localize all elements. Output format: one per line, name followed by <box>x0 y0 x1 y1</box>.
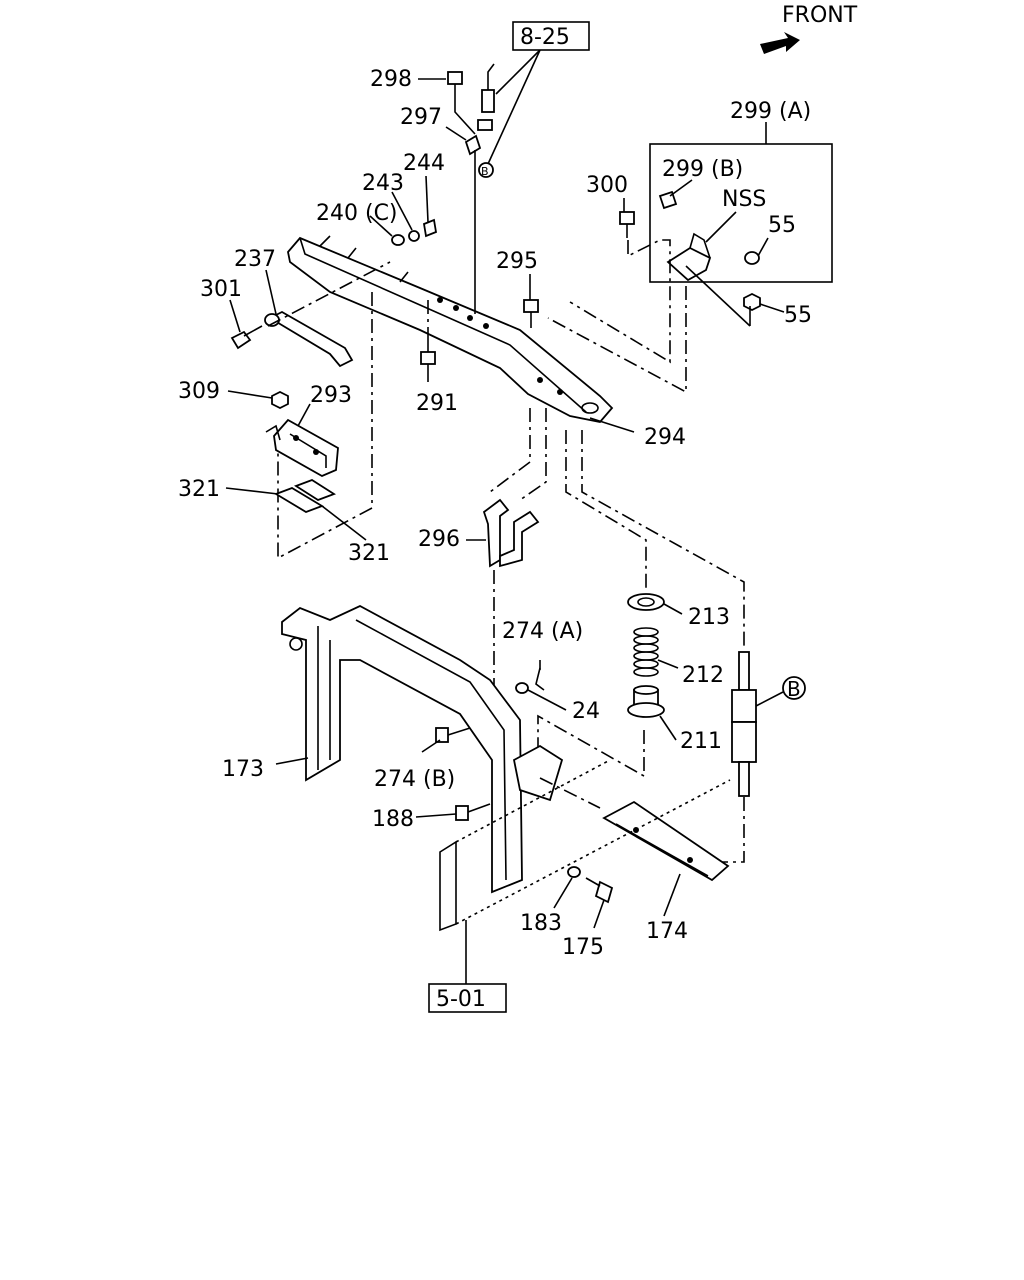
bracket-296 <box>482 498 540 568</box>
bolt-188 <box>455 803 491 821</box>
circle-b-small-label: B <box>481 165 489 178</box>
callout-55-lower: 55 <box>784 303 812 328</box>
bolt-274b <box>435 727 471 743</box>
nut-55-upper <box>744 251 760 265</box>
bump-stopper-211 <box>627 685 665 718</box>
ref-8-25-label: 8-25 <box>520 25 570 50</box>
callout-212: 212 <box>682 663 724 688</box>
callout-243: 243 <box>362 171 404 196</box>
ref-box-5-01: 5-01 <box>428 983 507 1013</box>
callout-301: 301 <box>200 277 242 302</box>
callout-213: 213 <box>688 605 730 630</box>
callout-294: 294 <box>644 425 686 450</box>
bolt-301 <box>230 325 263 350</box>
nut-55-lower <box>743 292 761 312</box>
bolt-300 <box>619 211 635 238</box>
callout-300: 300 <box>586 173 628 198</box>
ref-5-01-label: 5-01 <box>436 987 486 1012</box>
assembly-299a-box <box>649 143 833 283</box>
strut-b <box>731 651 757 797</box>
callout-244: 244 <box>403 151 445 176</box>
side-frame-outline <box>439 840 457 932</box>
callout-291: 291 <box>416 391 458 416</box>
spring-212 <box>633 627 659 677</box>
bracket-297 <box>454 100 482 156</box>
callout-274b: 274 (B) <box>374 767 455 792</box>
circle-b-label: B <box>787 677 801 701</box>
callout-174: 174 <box>646 919 688 944</box>
callout-321-b: 321 <box>348 541 390 566</box>
cap-299b <box>658 190 678 210</box>
callout-293: 293 <box>310 383 352 408</box>
plate-293 <box>265 418 339 478</box>
frame-173 <box>281 604 523 894</box>
bolt-295 <box>523 299 539 328</box>
spring-seat-213 <box>627 593 665 611</box>
shim-321-b <box>293 478 337 502</box>
washer-243 <box>408 230 420 242</box>
callout-274a: 274 (A) <box>502 619 583 644</box>
circle-b-marker-top <box>478 162 494 178</box>
callout-173: 173 <box>222 757 264 782</box>
washer-183 <box>567 866 581 878</box>
circle-b-marker <box>782 676 806 700</box>
callout-183: 183 <box>520 911 562 936</box>
callout-298: 298 <box>370 67 412 92</box>
callout-299a: 299 (A) <box>730 99 811 124</box>
callout-309: 309 <box>178 379 220 404</box>
washer-24 <box>515 682 529 694</box>
bolt-291 <box>420 340 436 365</box>
front-label: FRONT <box>782 3 858 28</box>
nut-244 <box>422 218 438 238</box>
callout-nss: NSS <box>722 187 766 212</box>
rail-174 <box>602 800 730 882</box>
clip-274a <box>535 667 545 691</box>
callout-299b: 299 (B) <box>662 157 743 182</box>
nut-309 <box>271 390 289 410</box>
washer-240c <box>391 234 405 246</box>
ref-box-8-25: 8-25 <box>512 21 590 51</box>
callout-321-a: 321 <box>178 477 220 502</box>
frame-mount-bracket <box>512 744 564 802</box>
front-arrow-icon <box>760 32 800 54</box>
callout-295: 295 <box>496 249 538 274</box>
callout-297: 297 <box>400 105 442 130</box>
bolt-298 <box>447 71 463 100</box>
mount-bracket-nss <box>666 232 712 282</box>
callout-55-upper: 55 <box>768 213 796 238</box>
sensor-assembly <box>477 63 495 131</box>
callout-240c: 240 (C) <box>316 201 398 226</box>
callout-24: 24 <box>572 699 600 724</box>
callout-175: 175 <box>562 935 604 960</box>
crossmember-294 <box>287 235 614 423</box>
callout-211: 211 <box>680 729 722 754</box>
callout-188: 188 <box>372 807 414 832</box>
bolt-175 <box>585 877 614 904</box>
callout-237: 237 <box>234 247 276 272</box>
callout-296: 296 <box>418 527 460 552</box>
